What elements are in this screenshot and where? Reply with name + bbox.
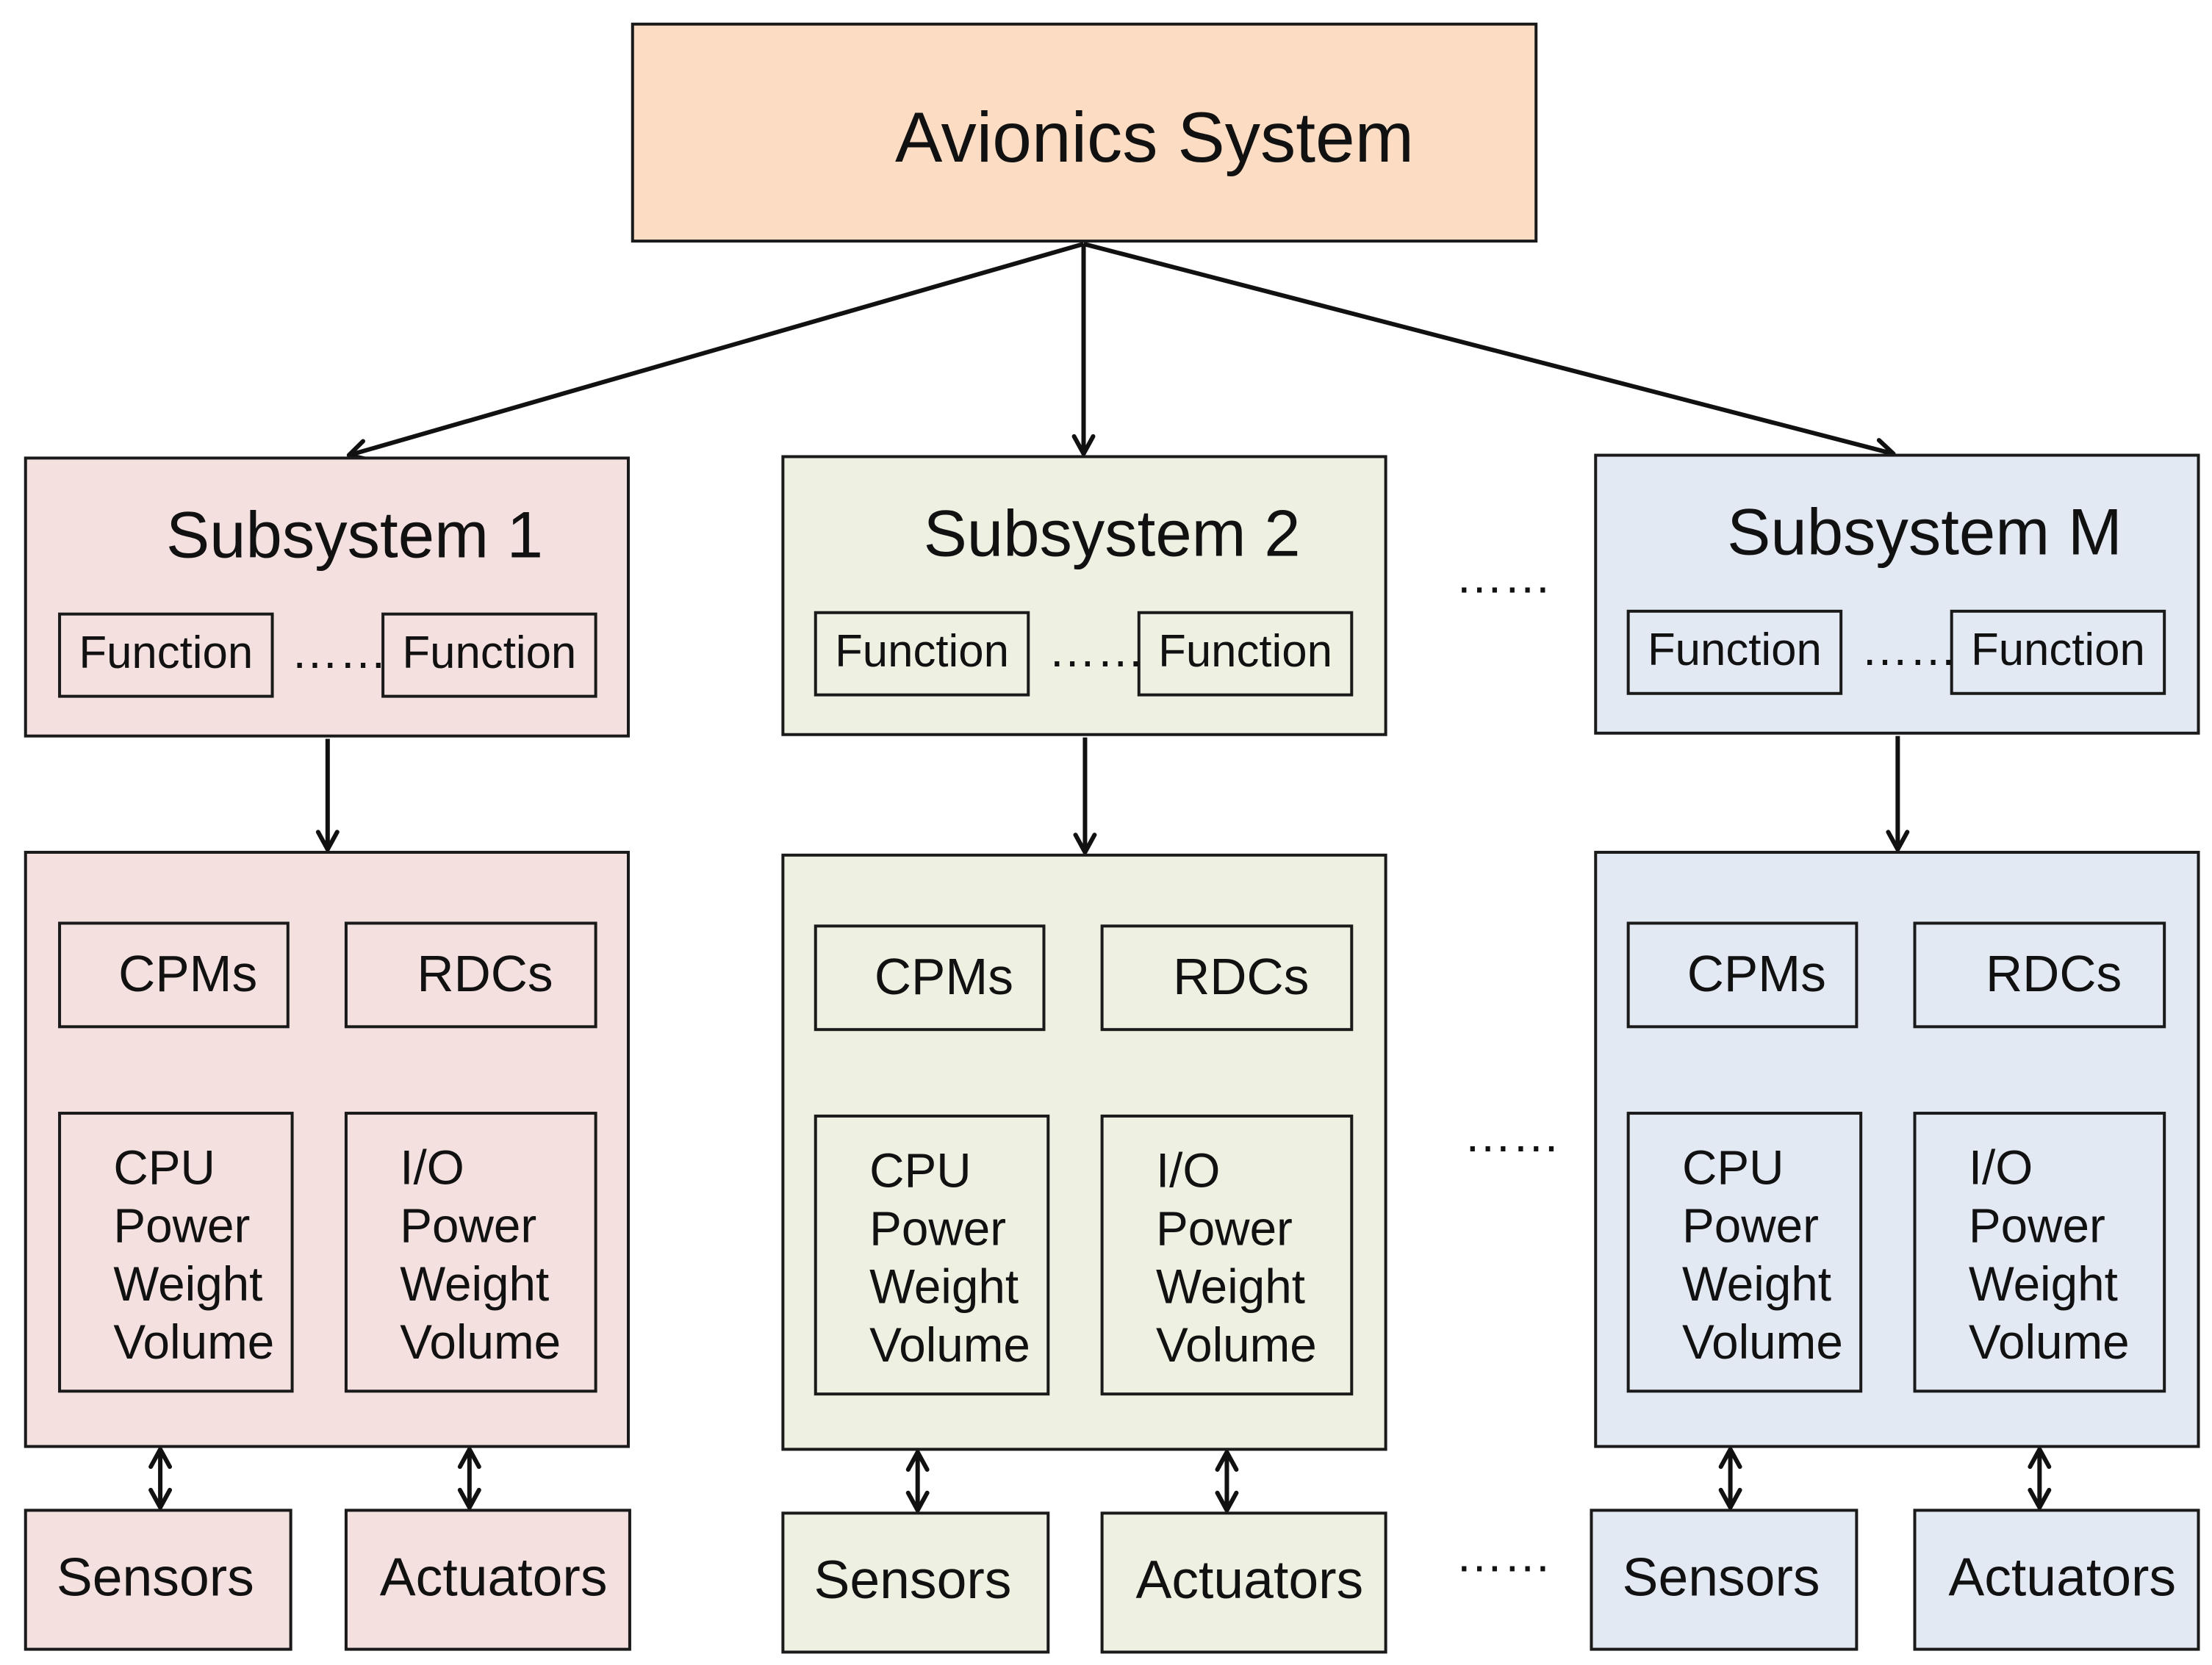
subsystem-M-function-box-1 [1626,609,1843,695]
subsystem-1-cpms-box [58,921,290,1029]
subsystem-2-rdcs-attributes-box [1100,1114,1354,1396]
subsystem-1-cpms-attribute-2: Power [113,1199,250,1253]
edge-subsystem-1-to-resources-head [315,830,340,852]
subsystem-M-cpms-attribute-2: Power [1682,1199,1819,1253]
gap-ellipsis-resources: …… [1464,1108,1560,1162]
subsystem-1-sensors-box [24,1508,292,1651]
subsystem-M-rdcs-attribute-2: Power [1969,1199,2105,1253]
subsystem-M-sensors-box [1590,1508,1859,1651]
subsystem-M-sensors-label: Sensors [1623,1547,1820,1607]
subsystem-1-function-box-2 [381,612,597,698]
subsystem-1-rdcs-attribute-3: Weight [400,1257,549,1311]
subsystem-M-cpms-box [1626,921,1859,1029]
subsystem-1-cpms-attribute-4: Volume [113,1315,274,1369]
edge-subsystem-2-resources-to-actuators-tail-head [1215,1450,1239,1472]
subsystem-M-cpms-attribute-1: CPU [1682,1141,1784,1195]
edge-subsystem-M-to-resources-head [1886,830,1910,852]
edge-subsystem-2-resources-to-sensors-tail-head [905,1450,930,1472]
subsystem-M-cpms-attributes-box [1626,1112,1863,1393]
subsystem-M-function-label-1: Function [1648,625,1822,675]
subsystem-M-function-ellipsis: …… [1861,622,1957,675]
subsystem-M-function-label-2: Function [1971,625,2145,675]
subsystem-2-sensors-label: Sensors [814,1550,1011,1610]
subsystem-1-cpms-attributes-box [58,1112,294,1393]
subsystem-2-cpms-box [814,924,1046,1032]
subsystem-2-sensors-box [781,1511,1050,1654]
subsystem-1-sensors-label: Sensors [57,1547,254,1607]
subsystem-2-rdcs-label: RDCs [1173,948,1309,1005]
subsystem-2-cpms-attributes-box [814,1114,1050,1396]
subsystem-1-actuators-label: Actuators [380,1547,608,1607]
subsystem-2-rdcs-box [1100,924,1354,1032]
subsystem-2-cpms-label: CPMs [875,948,1013,1005]
subsystem-1-function-label-1: Function [79,627,253,678]
edge-subsystem-1-resources-to-actuators-head [457,1487,481,1510]
root-node-avionics-system [631,22,1538,243]
subsystem-M-rdcs-attribute-3: Weight [1969,1257,2118,1311]
subsystem-2-function-box-1 [814,611,1030,697]
subsystem-1-function-label-2: Function [402,627,576,678]
subsystem-2-cpms-attribute-1: CPU [869,1143,972,1197]
subsystem-1-rdcs-attribute-4: Volume [400,1315,561,1369]
subsystem-1-actuators-box [344,1508,631,1651]
subsystem-M-rdcs-label: RDCs [1986,945,2122,1002]
edge-subsystem-M-resources-to-sensors-head [1718,1487,1742,1510]
subsystem-1-cpms-label: CPMs [118,945,257,1002]
edge-subsystem-M-resources-to-actuators-head [2028,1487,2052,1510]
subsystem-1-function-ellipsis: …… [291,625,387,678]
subsystem-M-actuators-label: Actuators [1948,1547,2176,1607]
subsystem-M-rdcs-attribute-4: Volume [1969,1315,2130,1369]
subsystem-1-cpms-attribute-1: CPU [113,1141,215,1195]
subsystem-M-rdcs-attribute-1: I/O [1969,1141,2033,1195]
subsystem-2-function-box-2 [1137,611,1354,697]
subsystem-M-cpms-label: CPMs [1687,945,1826,1002]
subsystem-M-actuators-box [1913,1508,2200,1651]
subsystem-1-title: Subsystem 1 [166,498,543,571]
subsystem-M-cpms-attribute-4: Volume [1682,1315,1843,1369]
edge-subsystem-1-resources-to-sensors-head [148,1487,173,1510]
gap-ellipsis-subsystems: …… [1455,550,1551,603]
edge-subsystem-2-resources-to-sensors-head [905,1490,930,1513]
subsystem-1-rdcs-attribute-2: Power [400,1199,536,1253]
edge-root-to-subsystem-1 [348,242,1085,458]
subsystem-M-function-box-2 [1950,609,2166,695]
subsystem-2-function-label-1: Function [835,626,1009,677]
edge-root-to-subsystem-M [1082,242,1895,456]
gap-ellipsis-devices: …… [1455,1528,1551,1581]
subsystem-M-title: Subsystem M [1727,496,2122,569]
subsystem-1-rdcs-box [344,921,597,1029]
subsystem-2-actuators-label: Actuators [1135,1550,1363,1610]
edge-subsystem-2-resources-to-actuators-head [1215,1490,1239,1513]
subsystem-1-function-box-1 [58,612,274,698]
edge-subsystem-1-resources-to-sensors-tail-head [148,1447,173,1470]
subsystem-2-title: Subsystem 2 [924,497,1301,570]
edge-subsystem-2-to-resources-head [1073,832,1097,855]
subsystem-2-rdcs-attribute-4: Volume [1156,1318,1317,1372]
edge-root-to-subsystem-2-head [1071,434,1096,456]
edge-subsystem-M-resources-to-actuators-tail-head [2028,1447,2052,1470]
edge-subsystem-1-resources-to-actuators-tail-head [457,1447,481,1470]
subsystem-1-rdcs-label: RDCs [417,945,553,1002]
subsystem-2-rdcs-attribute-2: Power [1156,1202,1293,1256]
subsystem-2-cpms-attribute-2: Power [869,1202,1006,1256]
subsystem-2-rdcs-attribute-3: Weight [1156,1260,1305,1314]
subsystem-2-actuators-box [1100,1511,1387,1654]
subsystem-2-rdcs-attribute-1: I/O [1156,1143,1221,1197]
subsystem-1-rdcs-attributes-box [344,1112,597,1393]
subsystem-2-cpms-attribute-4: Volume [869,1318,1030,1372]
subsystem-2-function-ellipsis: …… [1048,623,1144,677]
edge-subsystem-M-resources-to-sensors-tail-head [1718,1447,1742,1470]
root-node-label: Avionics System [895,98,1414,177]
subsystem-2-cpms-attribute-3: Weight [869,1260,1019,1314]
subsystem-1-rdcs-attribute-1: I/O [400,1141,464,1195]
subsystem-M-cpms-attribute-3: Weight [1682,1257,1831,1311]
subsystem-1-cpms-attribute-3: Weight [113,1257,262,1311]
subsystem-M-rdcs-box [1913,921,2166,1029]
subsystem-2-function-label-2: Function [1158,626,1332,677]
subsystem-M-rdcs-attributes-box [1913,1112,2166,1393]
